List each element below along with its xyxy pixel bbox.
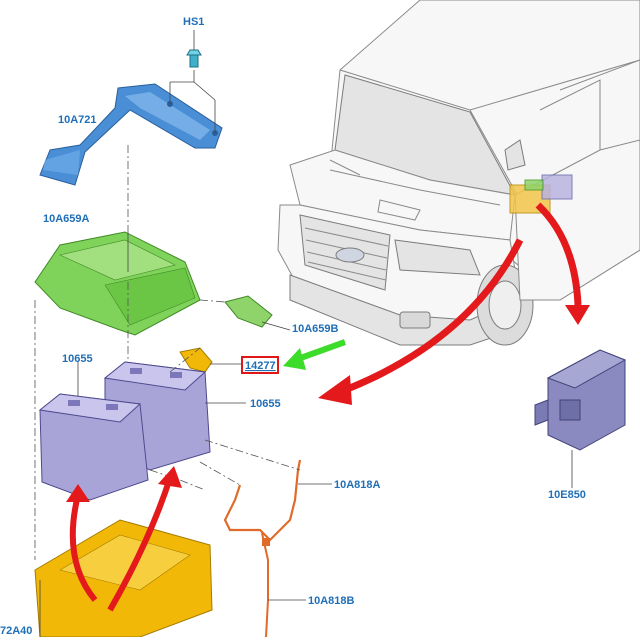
module-10e850 [534, 349, 627, 488]
label-10a659b[interactable]: 10A659B [292, 323, 339, 335]
label-14277[interactable]: 14277 [245, 360, 276, 372]
assembly-lines [34, 145, 301, 560]
label-10a818a[interactable]: 10A818A [334, 479, 381, 491]
tray-72a40 [34, 519, 213, 637]
bracket-10a659b [224, 295, 291, 331]
green-arrow [283, 339, 347, 370]
highlight-box-14277 [241, 356, 279, 374]
label-10a721[interactable]: 10A721 [58, 114, 97, 126]
cable-10a818 [223, 459, 332, 637]
label-10655-left[interactable]: 10655 [62, 353, 93, 365]
van-illustration [277, 0, 640, 346]
label-10a818b[interactable]: 10A818B [308, 595, 355, 607]
bracket-10a721 [39, 70, 223, 186]
cover-10a659a [34, 231, 201, 336]
clip-14277 [179, 347, 242, 373]
label-10a659a[interactable]: 10A659A [43, 213, 90, 225]
red-arrows [66, 202, 590, 612]
label-10655-right[interactable]: 10655 [250, 398, 281, 410]
hs1-fastener [186, 30, 202, 68]
label-72a40[interactable]: 72A40 [0, 625, 32, 637]
label-10e850[interactable]: 10E850 [548, 489, 586, 501]
label-hs1[interactable]: HS1 [183, 16, 204, 28]
battery-front [38, 393, 149, 501]
